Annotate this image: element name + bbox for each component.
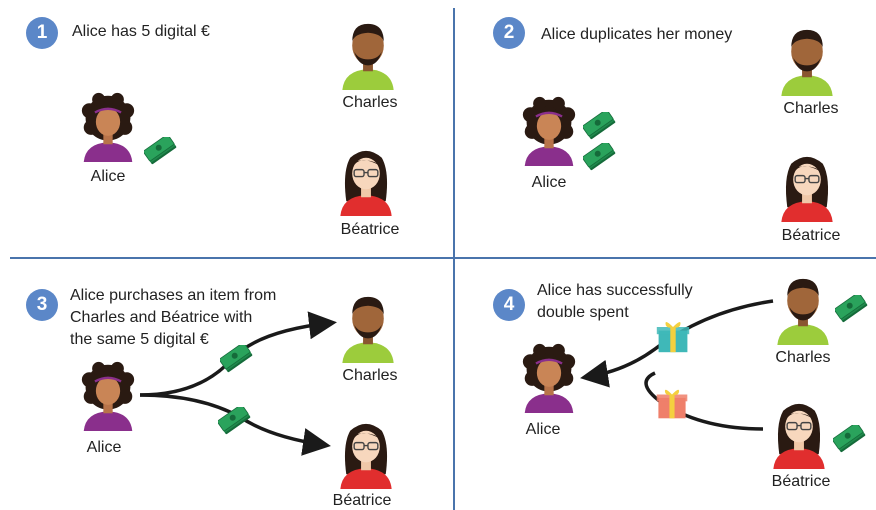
money-stack-icon bbox=[833, 425, 867, 458]
step-badge-2: 2 bbox=[493, 17, 525, 49]
alice-avatar bbox=[80, 361, 136, 431]
alice-avatar bbox=[80, 92, 136, 162]
step-text-line: the same 5 digital € bbox=[70, 331, 209, 348]
panel-3: 3 Alice purchases an item from Charles a… bbox=[0, 259, 453, 510]
alice-avatar bbox=[521, 343, 577, 413]
charles-label: Charles bbox=[342, 94, 398, 111]
alice-label: Alice bbox=[525, 421, 561, 438]
gift-icon bbox=[655, 317, 691, 360]
step-text-line: double spent bbox=[537, 304, 629, 321]
panel-2: 2 Alice duplicates her money Alice Charl… bbox=[455, 0, 876, 257]
money-stack-icon bbox=[220, 345, 254, 378]
panel-4: 4 Alice has successfully double spent Al… bbox=[455, 259, 876, 510]
step-text-line: Charles and Béatrice with bbox=[70, 309, 253, 326]
beatrice-label: Béatrice bbox=[340, 221, 400, 238]
charles-avatar bbox=[338, 289, 398, 363]
charles-avatar bbox=[773, 271, 833, 345]
beatrice-label: Béatrice bbox=[332, 492, 392, 509]
step-text-4: Alice has successfully double spent bbox=[537, 280, 693, 324]
beatrice-avatar bbox=[777, 148, 837, 222]
charles-avatar bbox=[338, 16, 398, 90]
step-text-line: Alice purchases an item from bbox=[70, 287, 277, 304]
money-stack-icon bbox=[835, 295, 869, 328]
beatrice-avatar bbox=[336, 415, 396, 489]
step-text-line: Alice duplicates her money bbox=[541, 26, 733, 43]
alice-label: Alice bbox=[531, 174, 567, 191]
charles-avatar bbox=[777, 22, 837, 96]
charles-label: Charles bbox=[783, 100, 839, 117]
beatrice-avatar bbox=[336, 142, 396, 216]
money-stack-icon bbox=[583, 112, 617, 145]
beatrice-label: Béatrice bbox=[771, 473, 831, 490]
panel-1: 1 Alice has 5 digital € Alice Charles Bé… bbox=[0, 0, 453, 257]
charles-label: Charles bbox=[775, 349, 831, 366]
step-text-1: Alice has 5 digital € bbox=[72, 21, 210, 43]
step-text-2: Alice duplicates her money bbox=[541, 24, 732, 46]
step-text-line: Alice has 5 digital € bbox=[72, 23, 210, 40]
vertical-divider bbox=[453, 8, 455, 510]
money-stack-icon bbox=[144, 137, 178, 170]
alice-label: Alice bbox=[86, 439, 122, 456]
money-stack-icon bbox=[583, 143, 617, 176]
money-stack-icon bbox=[218, 407, 252, 440]
step-badge-4: 4 bbox=[493, 289, 525, 321]
beatrice-avatar bbox=[769, 395, 829, 469]
alice-label: Alice bbox=[90, 168, 126, 185]
gift-icon bbox=[655, 385, 689, 426]
horizontal-divider bbox=[10, 257, 876, 259]
step-text-3: Alice purchases an item from Charles and… bbox=[70, 285, 276, 351]
step-badge-1: 1 bbox=[26, 17, 58, 49]
step-badge-3: 3 bbox=[26, 289, 58, 321]
charles-label: Charles bbox=[342, 367, 398, 384]
step-text-line: Alice has successfully bbox=[537, 282, 693, 299]
alice-avatar bbox=[521, 96, 577, 166]
beatrice-label: Béatrice bbox=[781, 227, 841, 244]
